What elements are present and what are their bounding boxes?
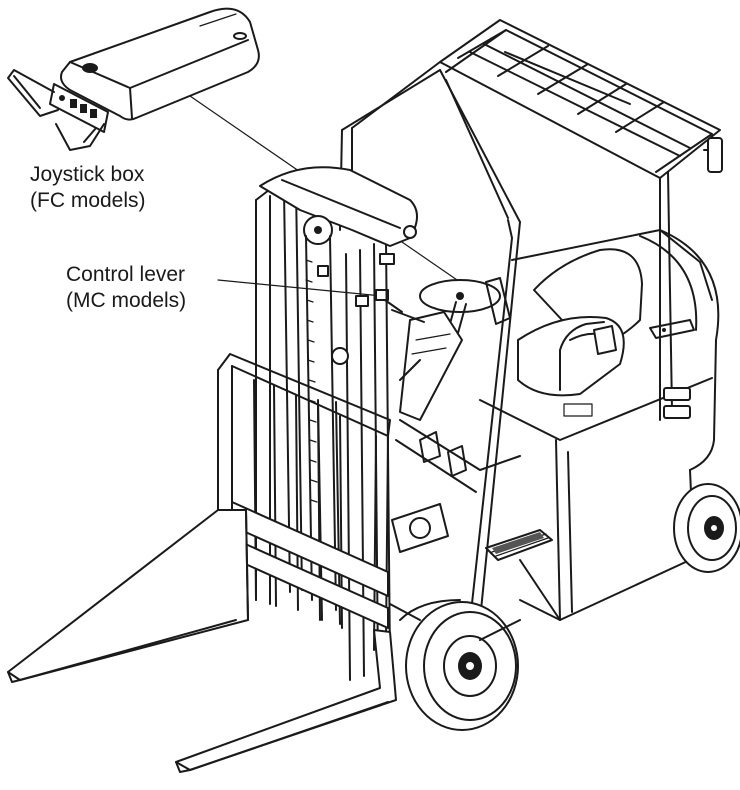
control-lever-label-line1: Control lever xyxy=(66,263,186,286)
operator-controls xyxy=(375,277,521,493)
fork-carriage xyxy=(7,353,397,773)
truck-body xyxy=(479,229,720,621)
control-lever-label: Control lever (MC models) xyxy=(66,262,186,314)
rear-wheel xyxy=(673,483,740,573)
joystick-box-label: Joystick box (FC models) xyxy=(30,162,146,214)
control-lever-leader-line xyxy=(217,279,383,297)
control-lever-label-line2: (MC models) xyxy=(66,289,187,312)
joystick-box-label-line2: (FC models) xyxy=(30,189,146,212)
joystick-box-label-line1: Joystick box xyxy=(30,163,145,186)
joystick-box xyxy=(7,7,260,151)
